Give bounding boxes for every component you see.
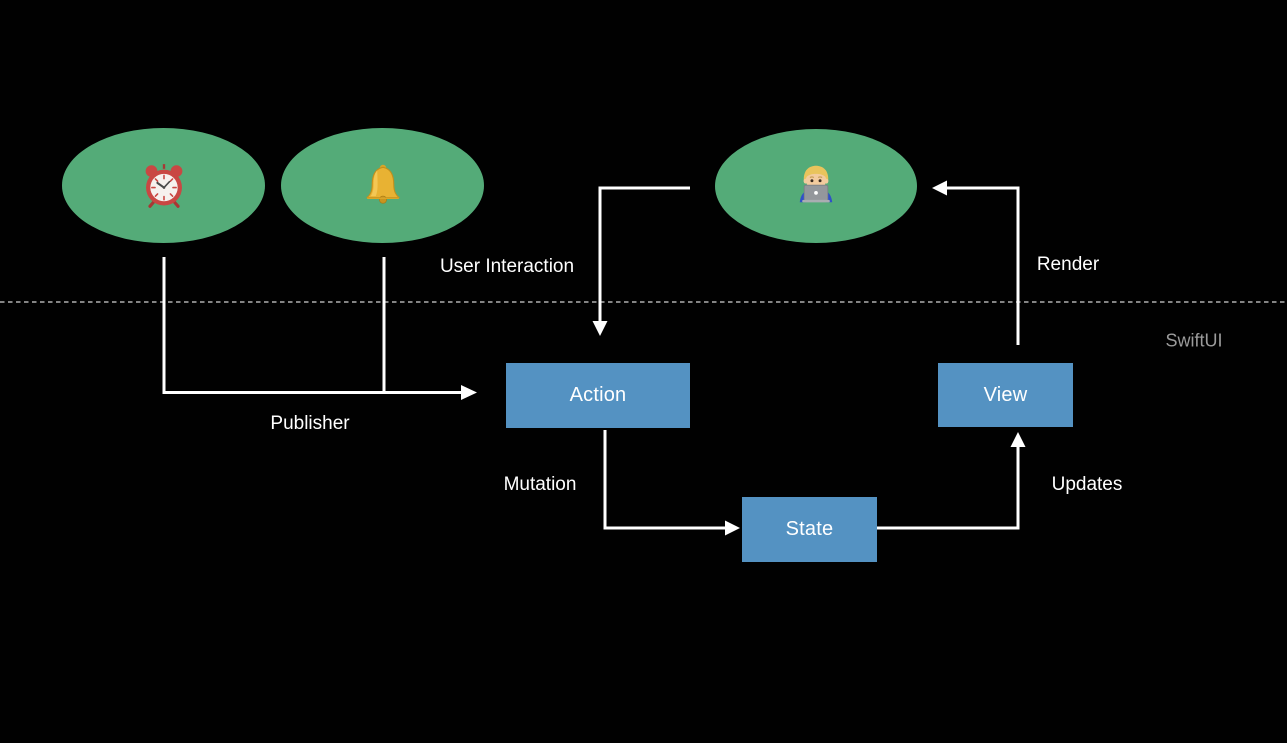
updates-arrowhead (1010, 432, 1026, 447)
user-interaction-label: User Interaction (439, 256, 575, 277)
render-arrow-line (947, 186, 1020, 345)
view-box-label: View (983, 383, 1028, 406)
user-interaction-arrowhead (592, 321, 608, 336)
action-box-label: Action (569, 384, 627, 406)
publisher-arrow-line (162, 257, 462, 394)
updates-label: Updates (1051, 474, 1123, 495)
state-box-label: State (785, 518, 834, 540)
updates-arrow-line (877, 447, 1020, 530)
action-box: Action (506, 363, 690, 428)
render-label: Render (1036, 254, 1100, 275)
technologist-icon (799, 165, 833, 203)
alarm-clock-icon (145, 163, 182, 208)
render-arrowhead (932, 180, 947, 196)
timer-source-ellipse (62, 128, 265, 243)
state-box: State (742, 497, 877, 562)
mutation-label: Mutation (503, 474, 577, 495)
mutation-arrowhead (725, 520, 740, 536)
notification-source-ellipse (281, 128, 484, 243)
user-interaction-arrow-line (598, 186, 690, 322)
swiftui-layer-label: SwiftUI (1165, 330, 1223, 351)
mutation-arrow-line (603, 430, 726, 530)
bell-icon (365, 164, 400, 204)
publisher-label: Publisher (270, 413, 350, 434)
user-ellipse (715, 129, 917, 243)
publisher-arrowhead (461, 385, 477, 400)
view-box: View (938, 363, 1073, 427)
